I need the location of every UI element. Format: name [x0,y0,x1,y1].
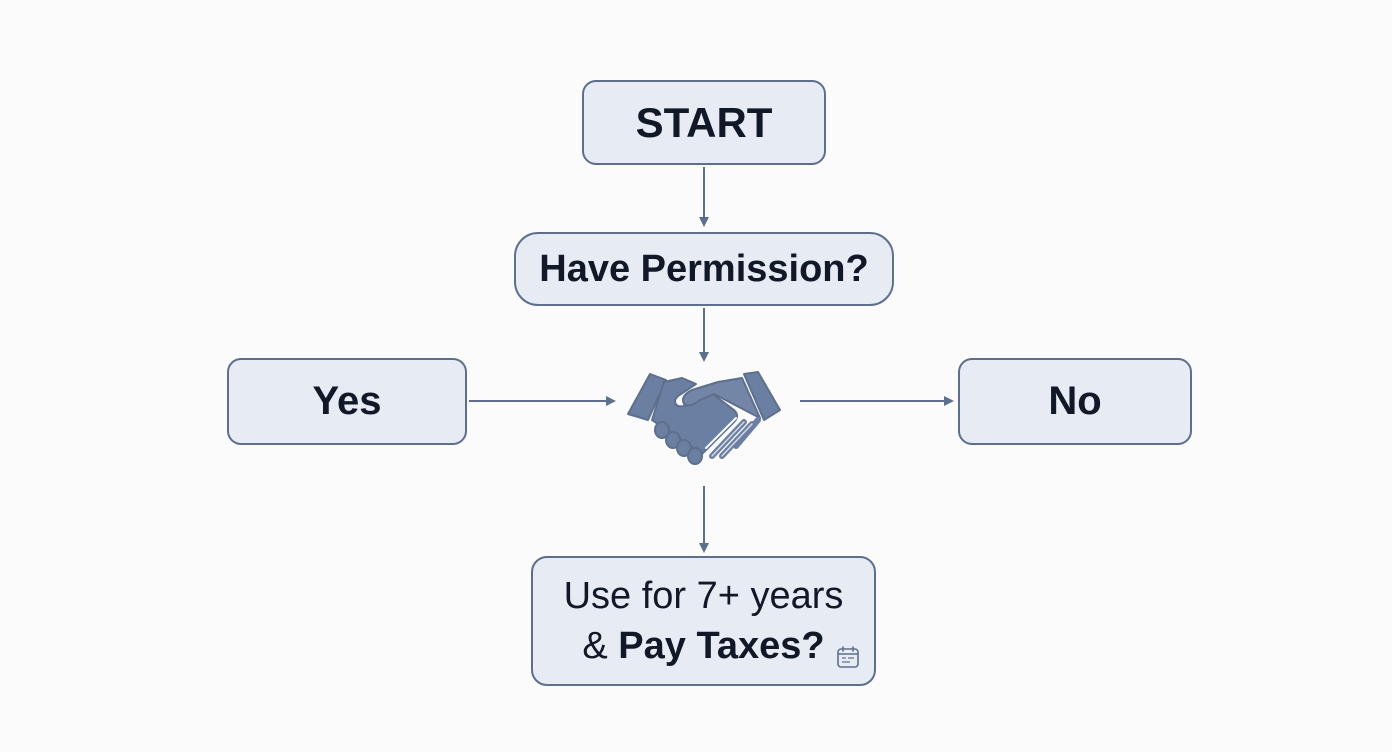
calendar-icon [836,645,860,674]
yes-label: Yes [312,379,382,423]
permission-question-node: Have Permission? [514,232,894,306]
start-node: START [582,80,826,165]
outcome-line-2-prefix: & [582,625,619,667]
yes-node: Yes [227,358,467,445]
outcome-line-1: Use for 7+ years [563,575,844,617]
handshake-icon [626,370,782,475]
start-label: START [635,98,773,146]
permission-question-label: Have Permission? [539,247,869,290]
outcome-line-2: & Pay Taxes? [582,621,824,671]
no-label: No [1048,379,1102,423]
no-node: No [958,358,1192,445]
outcome-line-2-bold: Pay Taxes? [618,625,825,667]
outcome-node: Use for 7+ years & Pay Taxes? [531,556,876,686]
